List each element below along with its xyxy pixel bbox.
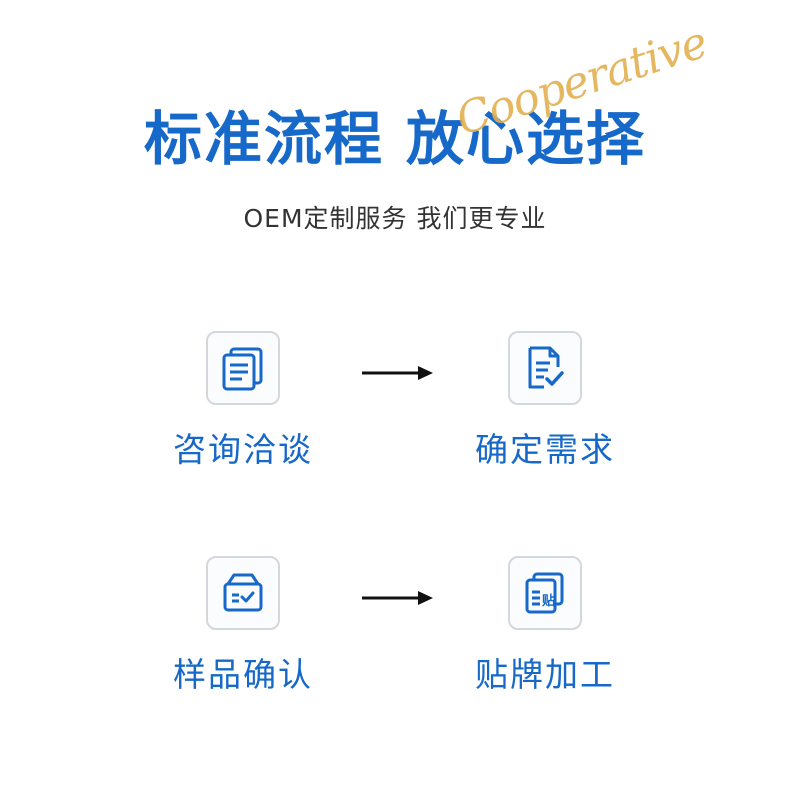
title-right: 放心选择 bbox=[406, 105, 647, 173]
box-check-icon bbox=[223, 573, 263, 612]
subtitle: OEM定制服务 我们更专业 bbox=[243, 204, 547, 233]
step-icon-box bbox=[508, 331, 582, 405]
step-label: 贴牌加工 bbox=[475, 655, 615, 694]
document-check-icon bbox=[528, 346, 564, 389]
step-consult: 咨询洽谈 bbox=[168, 331, 318, 471]
step-label: 咨询洽谈 bbox=[173, 430, 313, 469]
documents-icon bbox=[222, 347, 263, 391]
label-tag-icon: 贴 bbox=[525, 572, 564, 614]
page-title: 标准流程放心选择 bbox=[0, 92, 790, 176]
step-label: 确定需求 bbox=[475, 430, 615, 469]
title-left: 标准流程 bbox=[143, 105, 384, 173]
label-tag-text: 贴 bbox=[542, 593, 555, 609]
arrow-right-icon bbox=[362, 591, 433, 605]
step-icon-box bbox=[206, 556, 280, 630]
step-sample: 样品确认 bbox=[168, 556, 318, 696]
step-label: 样品确认 bbox=[173, 655, 313, 694]
step-icon-box bbox=[206, 331, 280, 405]
step-oem-processing: 贴 贴牌加工 bbox=[470, 556, 620, 696]
step-requirements: 确定需求 bbox=[470, 331, 620, 471]
step-icon-box: 贴 bbox=[508, 556, 582, 630]
arrow-right-icon bbox=[362, 366, 433, 380]
